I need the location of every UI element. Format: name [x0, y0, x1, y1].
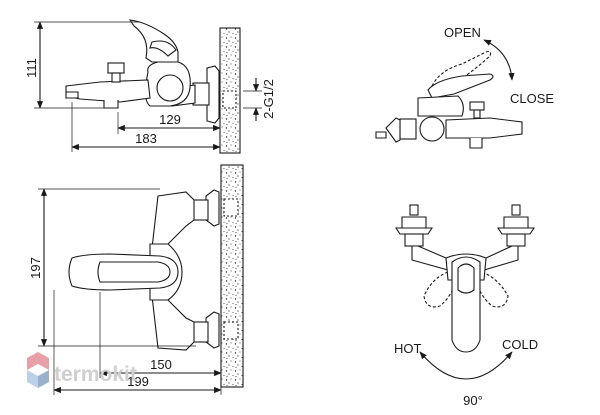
- rot-arm-right: [483, 245, 519, 271]
- watermark-hex-left: [27, 370, 38, 388]
- side-view: [34, 19, 262, 154]
- rot-left-nut: [401, 216, 427, 229]
- lever-open-label: OPEN: [444, 25, 481, 40]
- top-arm-lower: [151, 295, 195, 351]
- lever-motion-view: [375, 39, 523, 149]
- side-flange: [206, 65, 220, 124]
- side-body-bore: [156, 74, 184, 102]
- rot-cold-label: COLD: [502, 337, 538, 352]
- side-diverter-stem: [111, 72, 121, 83]
- rot-hot-label: HOT: [394, 341, 422, 356]
- side-lever-grip: [149, 40, 177, 57]
- rot-left-hex: [404, 233, 424, 247]
- watermark-logo: termokit: [27, 352, 137, 388]
- lever-knob: [469, 101, 485, 111]
- side-wall-section: [219, 27, 241, 154]
- lever-nut: [399, 118, 417, 140]
- rot-left-flange: [394, 227, 434, 235]
- watermark-hex-right: [38, 370, 49, 388]
- top-dim-depth: 197: [28, 257, 43, 279]
- lever-inlet: [375, 131, 387, 139]
- rot-left-cap: [409, 204, 419, 216]
- top-inlet-upper: [223, 198, 239, 217]
- rot-angle-label: 90°: [463, 393, 483, 408]
- lever-spout: [445, 117, 523, 139]
- lever-shower-outlet: [469, 138, 483, 149]
- rot-lever-inner: [457, 263, 475, 294]
- rot-right-hex: [506, 233, 526, 247]
- rot-angle-arc: [419, 351, 513, 380]
- top-view: [38, 164, 244, 395]
- rot-right-cap: [511, 204, 521, 216]
- side-shower-outlet: [103, 100, 119, 109]
- watermark-brand: termokit: [54, 363, 137, 386]
- lever-knob-stem: [473, 109, 481, 119]
- top-dim-inner: 150: [150, 357, 172, 372]
- side-spout-outlet: [65, 91, 79, 99]
- lever-close-label: CLOSE: [510, 91, 554, 106]
- side-dim-outer: 183: [135, 131, 157, 146]
- rot-arm-left: [411, 245, 449, 271]
- side-dim-thread: 2-G1/2: [261, 79, 276, 119]
- rot-right-nut: [503, 216, 529, 229]
- lever-flange: [385, 117, 401, 143]
- top-arm-upper: [151, 191, 195, 249]
- top-wall-section: [220, 164, 244, 388]
- side-inlet-fitting: [222, 90, 237, 109]
- top-inlet-lower: [223, 321, 239, 340]
- side-spout: [65, 79, 151, 103]
- rot-right-flange: [496, 227, 536, 235]
- top-dim-outer: 199: [127, 374, 149, 389]
- side-dim-height: 111: [24, 58, 39, 78]
- open-close-arrow: [483, 39, 515, 81]
- lever-body-bore: [419, 116, 445, 142]
- side-dim-inner: 129: [159, 112, 181, 127]
- watermark-hex-top: [27, 352, 49, 370]
- top-lever-inner: [97, 261, 171, 283]
- rotation-view: [394, 204, 536, 380]
- side-diverter-knob: [107, 62, 125, 74]
- lever-body: [417, 95, 464, 117]
